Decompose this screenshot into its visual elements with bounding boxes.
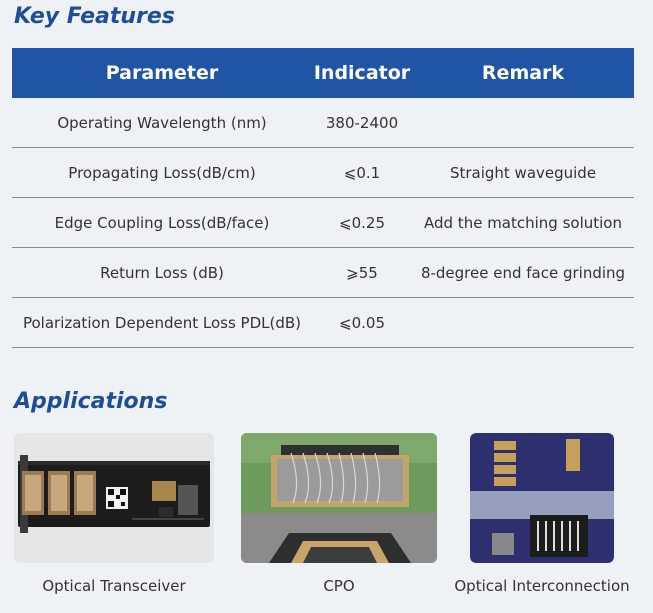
table-row: Return Loss (dB) ⩾55 8-degree end face g…: [12, 248, 634, 298]
cpo-image: [241, 433, 437, 563]
application-caption: CPO: [323, 577, 355, 595]
table-header: Parameter Indicator Remark: [12, 48, 634, 98]
application-caption: Optical Interconnection: [454, 577, 630, 595]
cell-remark: Straight waveguide: [449, 163, 597, 182]
header-remark: Remark: [481, 62, 565, 84]
cell-parameter: Operating Wavelength (nm): [57, 113, 267, 132]
applications-title: Applications: [14, 389, 168, 414]
cell-parameter: Polarization Dependent Loss PDL(dB): [22, 313, 302, 332]
cell-remark: Add the matching solution: [424, 213, 622, 232]
cell-indicator: 380-2400: [325, 113, 399, 132]
application-caption: Optical Transceiver: [42, 577, 186, 595]
application-cpo: CPO: [241, 433, 437, 595]
optical-interconnection-image: [470, 433, 614, 563]
cell-parameter: Propagating Loss(dB/cm): [68, 163, 256, 182]
table-row: Edge Coupling Loss(dB/face) ⩽0.25 Add th…: [12, 198, 634, 248]
header-parameter: Parameter: [105, 62, 219, 84]
table-row: Polarization Dependent Loss PDL(dB) ⩽0.0…: [12, 298, 634, 348]
cell-remark: 8-degree end face grinding: [420, 263, 626, 282]
table-row: Propagating Loss(dB/cm) ⩽0.1 Straight wa…: [12, 148, 634, 198]
table-row: Operating Wavelength (nm) 380-2400: [12, 98, 634, 148]
application-optical-transceiver: Optical Transceiver: [14, 433, 214, 595]
cell-indicator: ⩽0.05: [339, 313, 385, 332]
key-features-table: Parameter Indicator Remark Operating Wav…: [12, 48, 634, 348]
cell-parameter: Edge Coupling Loss(dB/face): [54, 213, 270, 232]
cell-parameter: Return Loss (dB): [100, 263, 224, 282]
cell-indicator: ⩽0.25: [339, 213, 385, 232]
key-features-title: Key Features: [14, 4, 175, 29]
cell-indicator: ⩾55: [346, 263, 378, 282]
application-optical-interconnection: Optical Interconnection: [444, 433, 640, 595]
header-indicator: Indicator: [313, 62, 411, 84]
optical-transceiver-image: [14, 433, 214, 563]
cell-indicator: ⩽0.1: [343, 163, 381, 182]
